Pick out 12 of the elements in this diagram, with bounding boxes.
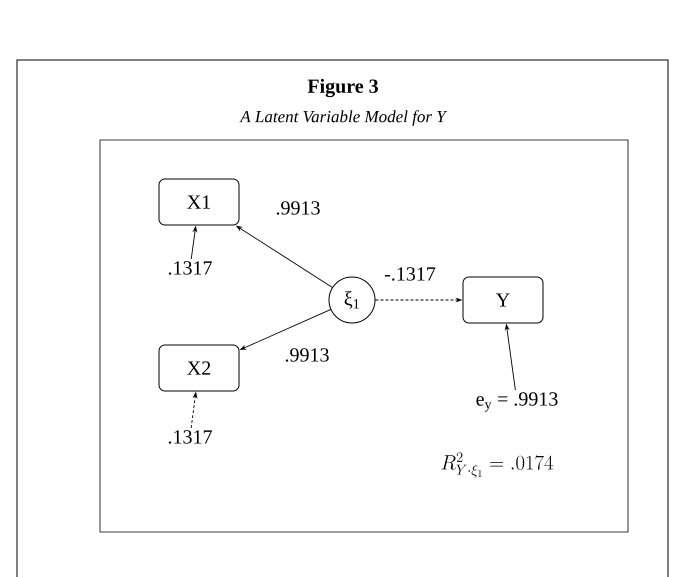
coefficient-text: .1317: [168, 430, 212, 444]
figure-caption: A Latent Variable Model for Y: [239, 110, 448, 126]
edge-label: .9913: [284, 347, 330, 363]
r-squared-formula: $R^{2}_{Y\cdot\xi_{1}} = .0174$: [441, 452, 554, 478]
variable-box: X2: [158, 344, 240, 392]
edge-label: .9913: [274, 200, 322, 216]
variable-box: Y: [462, 276, 544, 324]
edge-label: -.1317: [383, 266, 437, 282]
coefficient-text: e$_{y}$ = .9913: [476, 392, 558, 412]
variable-box: X1: [158, 178, 240, 226]
coefficient-text: .1317: [168, 261, 212, 275]
figure-title: Figure 3: [308, 78, 378, 98]
